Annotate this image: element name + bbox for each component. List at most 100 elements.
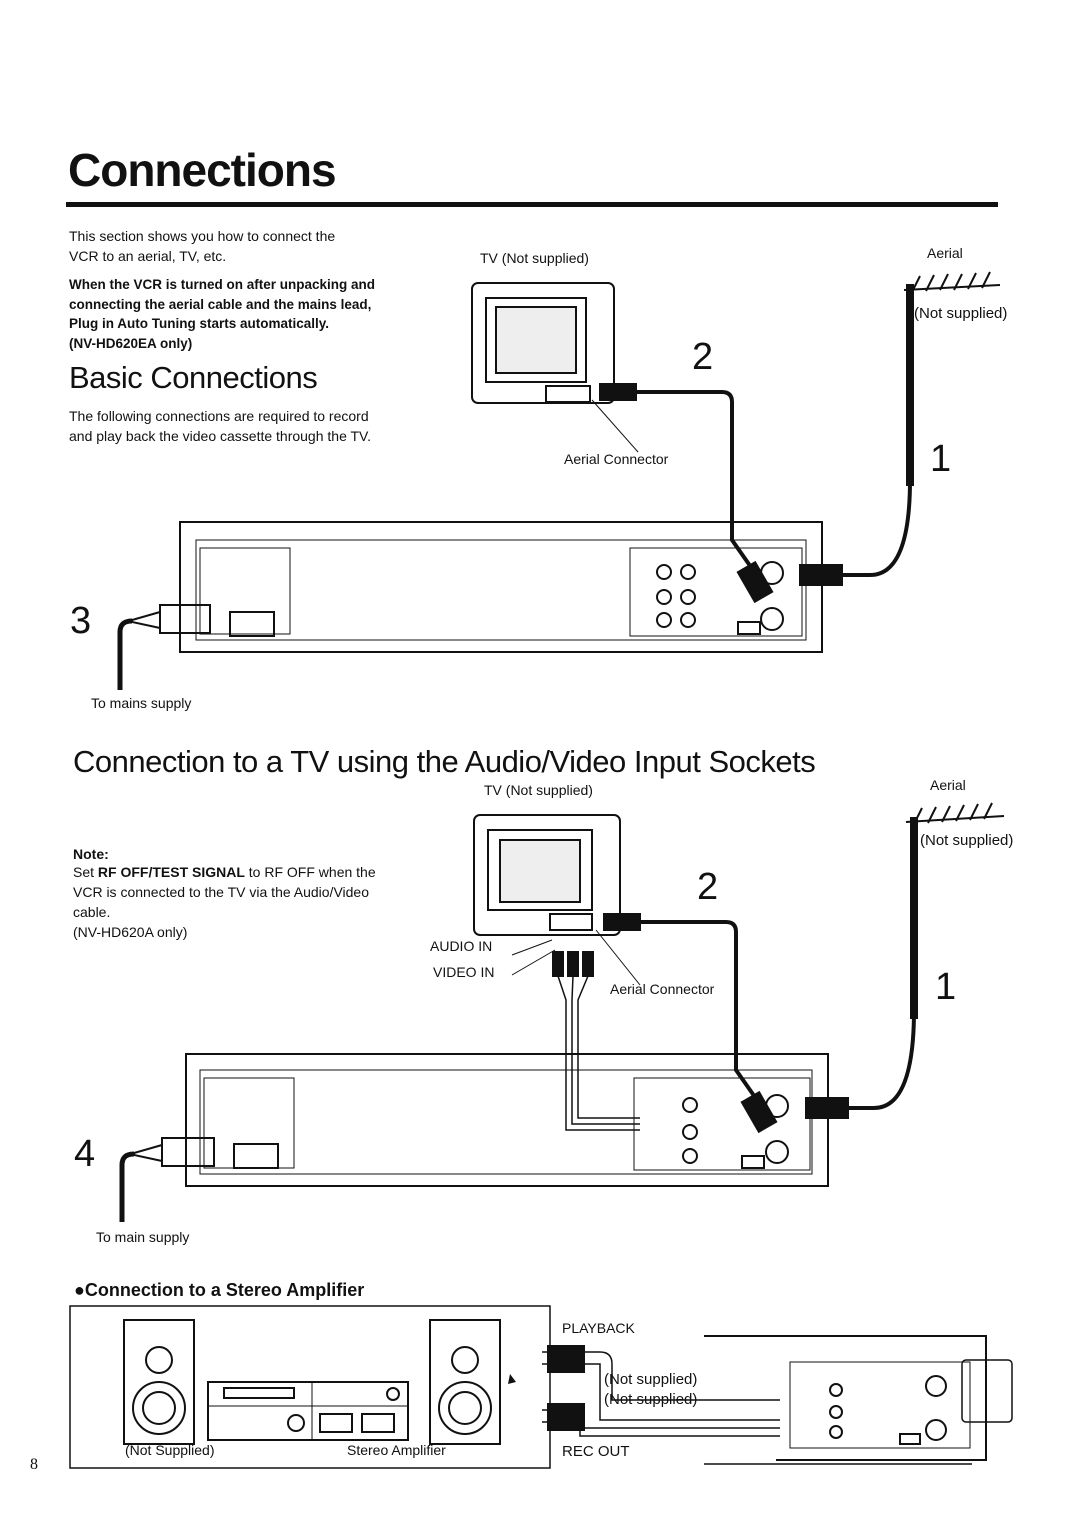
aerial-not-supplied-1: (Not supplied) <box>914 305 1008 322</box>
right-speaker-icon <box>429 1319 501 1445</box>
vcr-rear-panel-1 <box>195 539 807 641</box>
aerial-label-1: Aerial <box>927 245 963 261</box>
aerial-cable-1 <box>842 479 912 577</box>
tv-illustration-2 <box>473 814 621 936</box>
tv-label-1: TV (Not supplied) <box>480 250 589 266</box>
av-connection-heading: Connection to a TV using the Audio/Video… <box>73 744 816 779</box>
left-woofer <box>132 1381 186 1435</box>
arrow-icon <box>508 1374 516 1384</box>
tv-screen-1 <box>485 297 587 383</box>
page-title: Connections <box>68 144 337 196</box>
auto-tuning-line-3: Plug in Auto Tuning starts automatically… <box>69 316 330 331</box>
vcr-rear-1 <box>179 521 823 653</box>
socket-icon <box>682 1097 698 1113</box>
mains-plug-1 <box>159 604 211 634</box>
step-3-label: 3 <box>70 600 92 642</box>
audio-in-pointer <box>511 939 553 956</box>
playback-label: PLAYBACK <box>562 1320 635 1336</box>
tv-cable-2 <box>640 920 766 1112</box>
tv-aerial-socket-1 <box>545 385 591 403</box>
step-2-label: 2 <box>692 336 714 378</box>
vcr-power-area-2 <box>203 1077 295 1169</box>
av-diagram <box>119 802 1005 1222</box>
intro-line-1: This section shows you how to connect th… <box>69 228 336 244</box>
note-prefix: Set <box>73 864 98 880</box>
socket-icon <box>656 564 672 580</box>
av-plug-icon <box>552 951 564 977</box>
auto-tuning-line-1: When the VCR is turned on after unpackin… <box>69 277 376 292</box>
basic-connections-text: The following connections are required t… <box>69 406 371 446</box>
note-line-1: Set RF OFF/TEST SIGNAL to RF OFF when th… <box>73 862 376 882</box>
rf-in-socket-icon <box>760 561 784 585</box>
note-text: Set RF OFF/TEST SIGNAL to RF OFF when th… <box>73 862 376 942</box>
note-line-3: cable. <box>73 904 111 920</box>
socket-icon <box>680 564 696 580</box>
note-heading: Note: <box>73 846 109 862</box>
socket-icon <box>680 612 696 628</box>
aerial-icon-1 <box>903 271 1001 486</box>
connector-pointer-1 <box>591 399 639 453</box>
rf-in-socket-icon <box>765 1094 789 1118</box>
tv-screen-inner-2 <box>499 839 581 903</box>
basic-diagram <box>117 271 1001 690</box>
socket-icon <box>829 1405 843 1419</box>
mains-label-1: To mains supply <box>91 695 192 711</box>
left-woofer-inner <box>142 1391 176 1425</box>
amp-diagram <box>69 1305 1013 1469</box>
av-plug-icon <box>567 951 579 977</box>
aerial-cable-2 <box>848 1009 916 1110</box>
tv-label-2: TV (Not supplied) <box>484 782 593 798</box>
right-woofer <box>438 1381 492 1435</box>
socket-icon <box>829 1383 843 1397</box>
amplifier-label: Stereo Amplifier <box>347 1442 446 1458</box>
vcr-rear-2 <box>185 1053 829 1187</box>
mains-socket-2 <box>233 1143 279 1169</box>
left-tweeter <box>145 1346 173 1374</box>
tv-aerial-socket-2 <box>549 913 593 931</box>
vcr-plug-1 <box>736 560 774 604</box>
basic-connections-heading: Basic Connections <box>69 360 318 395</box>
mains-plug-tip-2 <box>133 1144 163 1162</box>
rf-out-socket-icon <box>765 1140 789 1164</box>
note-bold-setting: RF OFF/TEST SIGNAL <box>97 864 245 880</box>
tv-screen-inner-1 <box>495 306 577 374</box>
switch-icon <box>899 1433 921 1445</box>
step-1-label: 1 <box>930 438 952 480</box>
vcr-power-area-1 <box>199 547 291 635</box>
amp-knob-icon <box>386 1387 400 1401</box>
stereo-amplifier-heading: ●Connection to a Stereo Amplifier <box>74 1280 365 1300</box>
amp-display <box>223 1387 295 1399</box>
amplifier-unit-icon <box>207 1381 409 1441</box>
tv-plug-2 <box>603 913 641 931</box>
rec-out-label: REC OUT <box>562 1443 630 1460</box>
step-4-label: 4 <box>74 1133 96 1175</box>
aerial-not-supplied-2: (Not supplied) <box>920 832 1014 849</box>
mains-socket-1 <box>229 611 275 637</box>
aerial-loop-cable <box>961 1359 1013 1423</box>
rf-in-socket-icon <box>925 1375 947 1397</box>
socket-icon <box>680 589 696 605</box>
amp-frame <box>69 1305 551 1469</box>
connector-pointer-2 <box>595 929 641 986</box>
intro-line-2: VCR to an aerial, TV, etc. <box>69 248 227 264</box>
aerial-connector-label-2: Aerial Connector <box>610 981 715 997</box>
vcr-socket-panel-3 <box>789 1361 971 1449</box>
socket-icon <box>656 589 672 605</box>
rca-plug-icon <box>547 1345 585 1359</box>
av-plug-icon <box>582 951 594 977</box>
av-cable <box>557 975 640 1131</box>
left-speaker-icon <box>123 1319 195 1445</box>
page-number: 8 <box>30 1456 38 1473</box>
title-rule <box>66 202 998 207</box>
auto-tuning-line-4: (NV-HD620EA only) <box>69 335 193 351</box>
auto-tuning-note: When the VCR is turned on after unpackin… <box>69 275 375 353</box>
tv-plug-1 <box>599 383 637 401</box>
playback-cable <box>542 1351 780 1401</box>
step-1-label-av: 1 <box>935 966 957 1008</box>
note-line-4: (NV-HD620A only) <box>73 924 188 940</box>
av-cable <box>571 975 640 1125</box>
amp-button <box>319 1413 353 1433</box>
basic-text-line-2: and play back the video cassette through… <box>69 428 371 444</box>
mains-label-2: To main supply <box>96 1229 190 1245</box>
right-tweeter <box>451 1346 479 1374</box>
